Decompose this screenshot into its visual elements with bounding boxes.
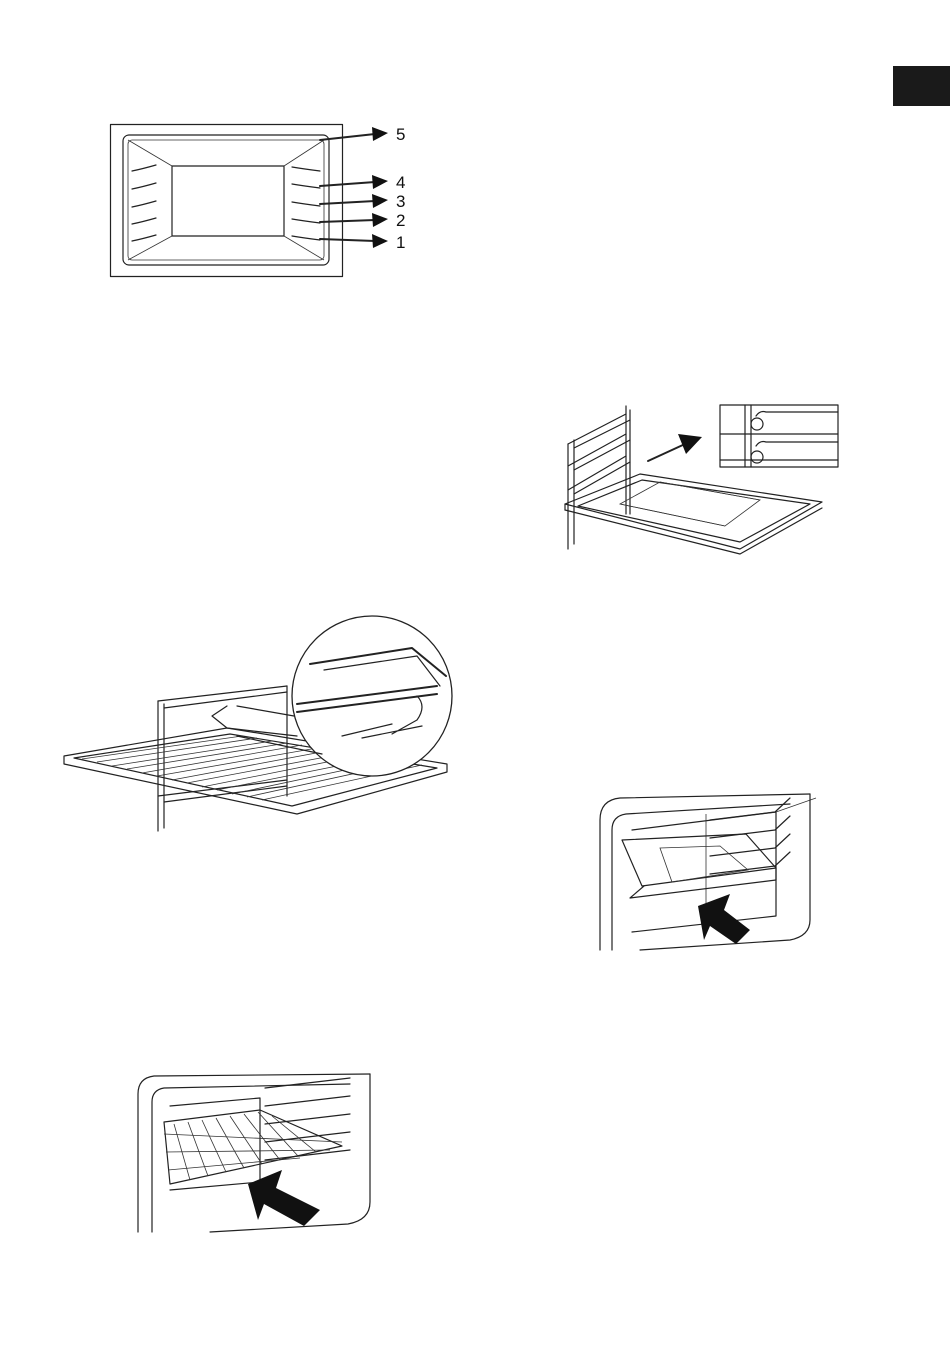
shelf-level-3-label: 3 [396, 192, 405, 211]
shelf-level-1-label: 1 [396, 233, 405, 252]
shelf-positions-diagram: 5 4 3 2 1 [110, 124, 420, 280]
shelf-level-4-label: 4 [396, 173, 405, 192]
insert-arrow-icon [248, 1170, 320, 1226]
shelf-level-5-label: 5 [396, 125, 405, 144]
rack-insert-illustration [130, 1072, 395, 1234]
rack-wires [164, 1112, 342, 1180]
shelf-level-2-label: 2 [396, 211, 405, 230]
oven-rails [710, 798, 790, 874]
wire-rack-guide-detail [62, 646, 452, 836]
left-shelf-runners [132, 165, 156, 241]
tray-insert-illustration [580, 790, 820, 955]
baking-tray-guide-detail [560, 404, 845, 554]
shelf-level-arrows [320, 127, 388, 248]
section-tab-marker [893, 66, 950, 106]
oven-rails [265, 1078, 350, 1160]
right-shelf-runners [292, 167, 320, 240]
